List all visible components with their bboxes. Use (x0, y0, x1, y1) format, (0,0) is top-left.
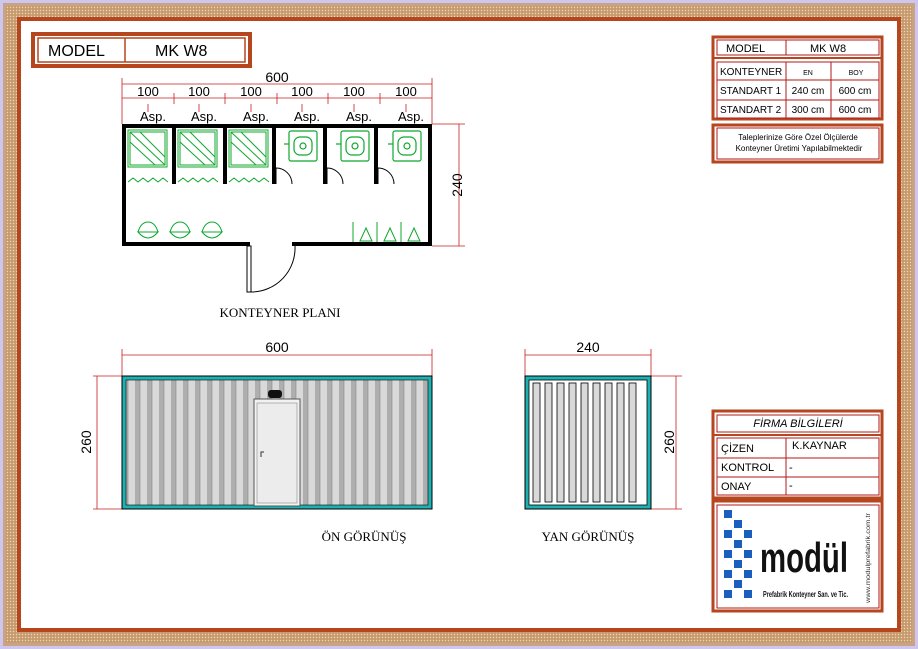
firma-block: FİRMA BİLGİLERİ ÇİZEN K.KAYNAR KONTROL -… (711, 409, 884, 500)
side-caption: YAN GÖRÜNÜŞ (542, 529, 635, 544)
room-label-3: Asp. (243, 109, 269, 124)
front-view: 600 260 ÖN GÖRÜNÜŞ (78, 339, 433, 544)
spec-row1-en: 240 cm (792, 86, 825, 97)
spec-note-line1: Taleplerinize Göre Özel Ölçülerde (738, 133, 858, 142)
spec-model-label: MODEL (726, 43, 765, 55)
plan-walls (122, 124, 432, 246)
plan-segment-5: 100 (343, 84, 365, 99)
model-label: MODEL (48, 43, 105, 60)
plan-total-width: 600 (265, 69, 289, 85)
firma-cizen-value: K.KAYNAR (792, 440, 847, 452)
spec-col-konteyner: KONTEYNER (720, 67, 782, 78)
plan-height-label: 240 (449, 173, 465, 197)
room-label-2: Asp. (191, 109, 217, 124)
room-label-4: Asp. (294, 109, 320, 124)
urinal-icons (352, 222, 421, 242)
front-width-label: 600 (265, 339, 289, 355)
model-value: MK W8 (155, 43, 208, 60)
model-title-box: MODEL MK W8 (31, 32, 252, 68)
plan-segment-4: 100 (291, 84, 313, 99)
spec-table: MODEL MK W8 KONTEYNER EN BOY STANDART 1 … (711, 35, 884, 121)
logo-website: www.modulprefabrik.com.tr (865, 512, 872, 604)
room-label-5: Asp. (346, 109, 372, 124)
side-height-label: 260 (661, 430, 677, 454)
logo-mark (724, 510, 752, 598)
room-label-1: Asp. (140, 109, 166, 124)
logo-name: modül (760, 534, 848, 581)
front-height-label: 260 (78, 430, 94, 454)
firma-onay-value: - (789, 480, 793, 492)
wc-door-swings (275, 167, 395, 185)
plan-caption: KONTEYNER PLANI (220, 305, 341, 320)
plan-segment-6: 100 (395, 84, 417, 99)
toilet-icons (284, 130, 422, 162)
spec-col-boy: BOY (849, 70, 864, 77)
plan-overall-dimension (121, 78, 433, 124)
spec-row1-name: STANDART 1 (720, 86, 782, 97)
spec-model-value: MK W8 (810, 43, 846, 55)
spec-row2-en: 300 cm (792, 105, 825, 116)
spec-col-en: EN (803, 70, 813, 77)
side-corrugations (532, 382, 637, 503)
plan-height-dimension (432, 123, 465, 247)
front-caption: ÖN GÖRÜNÜŞ (322, 529, 407, 544)
spec-row2-name: STANDART 2 (720, 105, 782, 116)
sink-icons (136, 221, 224, 239)
plan-segment-dimensions (122, 93, 432, 104)
firma-onay-label: ONAY (721, 481, 752, 493)
spec-note: Taleplerinize Göre Özel Ölçülerde Kontey… (711, 123, 884, 164)
firma-kontrol-value: - (789, 462, 793, 474)
spec-note-line2: Konteyner Üretimi Yapılabilmektedir (736, 144, 863, 153)
spec-row1-boy: 600 cm (839, 86, 872, 97)
door-handle (260, 451, 264, 457)
firma-kontrol-label: KONTROL (721, 462, 774, 474)
side-width-label: 240 (576, 339, 600, 355)
room-label-6: Asp. (398, 109, 424, 124)
plan-segment-3: 100 (240, 84, 262, 99)
side-view: 240 260 YAN GÖRÜNÜŞ (524, 339, 682, 544)
floor-plan: 600 100 100 100 100 100 100 Asp. Asp. As… (121, 69, 465, 320)
company-logo: modül Prefabrik Konteyner San. ve Tic. w… (711, 499, 884, 613)
firma-title: FİRMA BİLGİLERİ (753, 418, 843, 430)
plan-segment-2: 100 (188, 84, 210, 99)
logo-tagline: Prefabrik Konteyner San. ve Tic. (763, 590, 848, 599)
firma-cizen-label: ÇİZEN (721, 442, 754, 455)
door-lamp (268, 390, 282, 398)
spec-row2-boy: 600 cm (839, 105, 872, 116)
shower-tray-icons (127, 129, 270, 183)
entrance-door (246, 245, 296, 293)
plan-segment-1: 100 (137, 84, 159, 99)
